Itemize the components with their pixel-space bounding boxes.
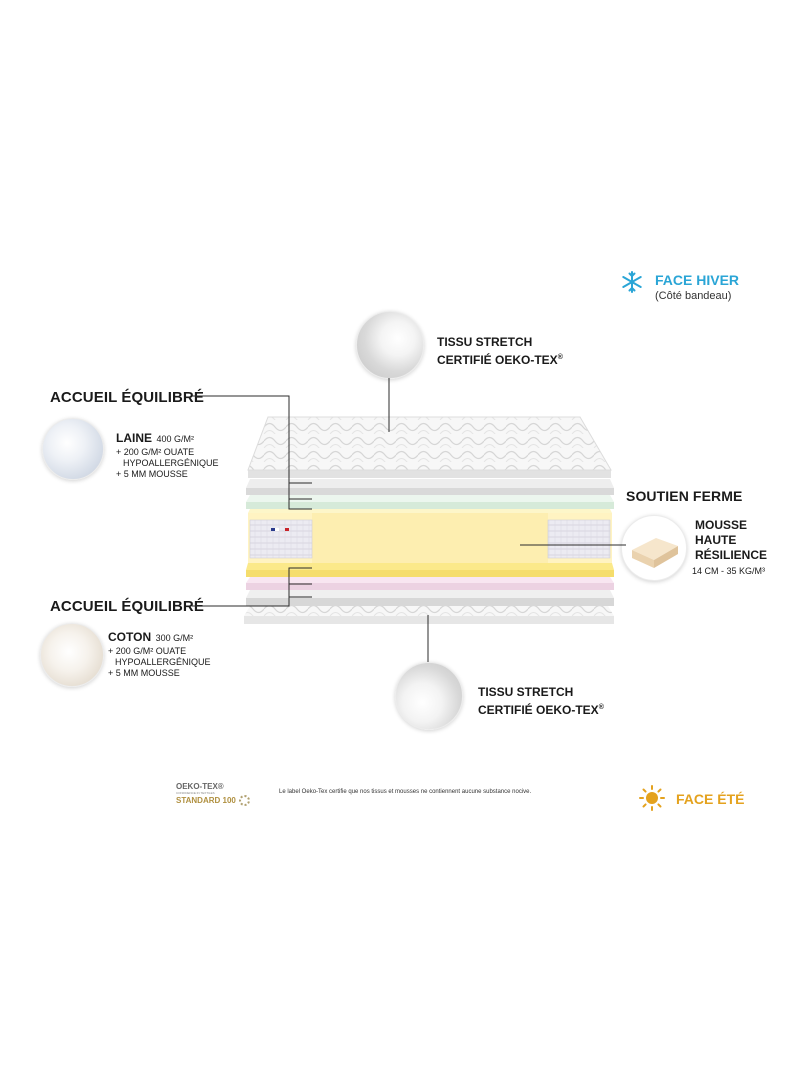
top-fabric-swatch xyxy=(356,311,424,379)
core-block xyxy=(248,513,612,563)
support-text: MOUSSE HAUTE RÉSILIENCE xyxy=(695,518,768,562)
grey-layer-top xyxy=(246,479,614,495)
snowflake-icon xyxy=(620,270,644,294)
foam-swatch xyxy=(621,515,687,581)
bottom-fabric-label: TISSU STRETCH CERTIFIÉ OEKO-TEX® xyxy=(478,685,604,717)
face-ete-title: FACE ÉTÉ xyxy=(676,791,745,807)
face-hiver-title: FACE HIVER xyxy=(655,272,740,288)
grey-layer-bottom xyxy=(246,590,614,606)
pink-layer xyxy=(246,577,614,590)
wool-swatch xyxy=(42,418,104,480)
yellow-foam-top xyxy=(248,509,612,513)
oeko-tex-logo: OEKO-TEX® CONFIDENCE IN TEXTILES STANDAR… xyxy=(176,782,266,806)
support-heading: SOUTIEN FERME xyxy=(626,488,743,504)
bottom-fabric-swatch xyxy=(395,662,463,730)
yellow-foam-bottom xyxy=(246,563,614,577)
top-fabric-label: TISSU STRETCH CERTIFIÉ OEKO-TEX® xyxy=(437,335,563,367)
oeko-sun-icon xyxy=(238,795,250,806)
comfort-top-heading: ACCUEIL ÉQUILIBRÉ xyxy=(50,389,204,406)
support-spec: 14 CM - 35 KG/M³ xyxy=(692,566,766,576)
comfort-bottom-text: COTON 300 G/M² + 200 G/M² OUATE HYPOALLE… xyxy=(108,630,211,678)
oeko-note: Le label Oeko-Tex certifie que nos tissu… xyxy=(279,789,532,795)
comfort-top-text: LAINE 400 G/M² + 200 G/M² OUATE HYPOALLE… xyxy=(116,431,219,479)
bottom-cover-layer xyxy=(244,606,614,624)
cotton-swatch xyxy=(40,623,104,687)
top-cover-layer xyxy=(247,416,612,478)
comfort-bottom-heading: ACCUEIL ÉQUILIBRÉ xyxy=(50,598,204,615)
face-hiver-subtitle: (Côté bandeau) xyxy=(655,290,732,302)
mint-layer xyxy=(246,495,614,509)
sun-icon xyxy=(639,785,665,811)
